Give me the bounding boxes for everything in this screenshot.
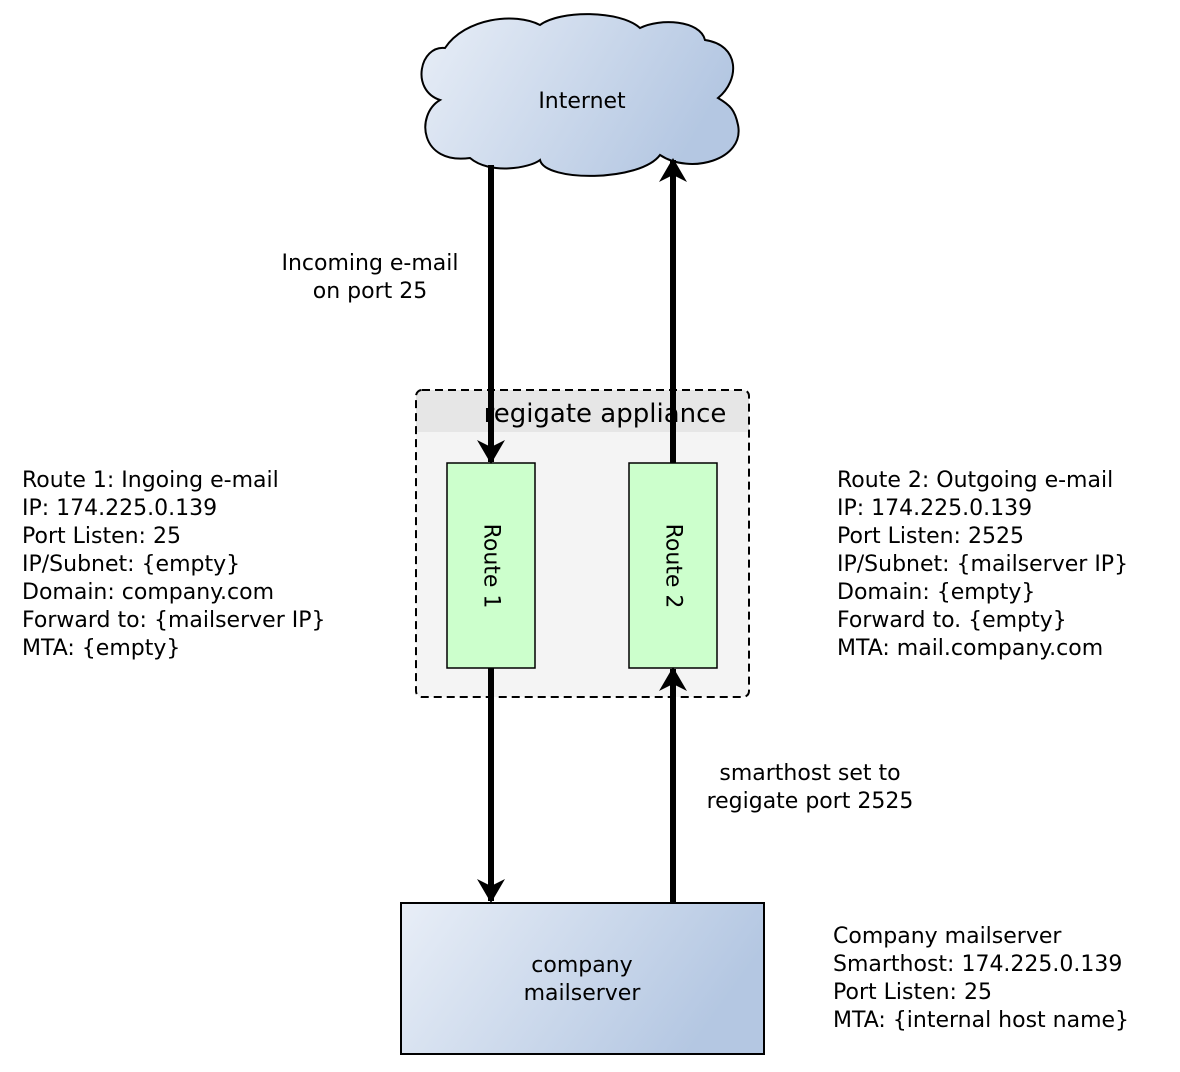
route2-box[interactable]: Route 2 [628,462,718,669]
route1-info: Route 1: Ingoing e-mail IP: 174.225.0.13… [22,467,325,663]
mailserver-label-line1: company [531,953,632,978]
smarthost-label-line2: regigate port 2525 [707,789,914,814]
mailserver-info-line: MTA: {internal host name} [833,1008,1130,1033]
route1-info-line: Route 1: Ingoing e-mail [22,468,279,493]
route2-info: Route 2: Outgoing e-mail IP: 174.225.0.1… [837,467,1128,663]
route1-info-line: IP/Subnet: {empty} [22,552,241,577]
route1-info-line: MTA: {empty} [22,636,181,661]
route2-info-line: Route 2: Outgoing e-mail [837,468,1114,493]
incoming-label-line2: on port 25 [313,279,427,304]
route2-label: Route 2 [661,524,686,609]
route1-info-line: Domain: company.com [22,580,275,605]
route1-box[interactable]: Route 1 [446,462,536,669]
incoming-label-line1: Incoming e-mail [281,251,458,276]
internet-cloud[interactable]: Internet [420,13,740,177]
cloud-shape [420,13,740,177]
mailserver-info-line: Company mailserver [833,924,1062,949]
mailserver-rect [400,902,765,1055]
route1-info-line: Forward to: {mailserver IP} [22,608,326,633]
mailserver-info-line: Port Listen: 25 [833,980,992,1005]
mailserver-info: Company mailserver Smarthost: 174.225.0.… [833,923,1129,1035]
internet-label: Internet [538,89,626,114]
smarthost-edge-label: smarthost set to regigate port 2525 [707,761,914,814]
route2-info-line: Domain: {empty} [837,580,1036,605]
smarthost-label-line1: smarthost set to [719,761,900,786]
mailserver-info-line: Smarthost: 174.225.0.139 [833,952,1123,977]
appliance-border [415,389,750,698]
arrows [477,158,687,903]
incoming-edge-label: Incoming e-mail on port 25 [281,251,458,304]
route2-info-line: Port Listen: 2525 [837,524,1024,549]
route2-info-line: MTA: mail.company.com [837,636,1104,661]
route2-info-line: IP: 174.225.0.139 [837,496,1033,521]
route1-info-line: IP: 174.225.0.139 [22,496,218,521]
route1-label: Route 1 [479,524,504,609]
mailserver-box[interactable]: company mailserver [400,902,765,1055]
route1-rect [446,462,536,669]
route2-info-line: Forward to. {empty} [837,608,1067,633]
appliance-title: regigate appliance [484,399,727,429]
route1-info-line: Port Listen: 25 [22,524,181,549]
appliance-header [416,390,749,432]
mailserver-label-line2: mailserver [524,981,642,1006]
route2-info-line: IP/Subnet: {mailserver IP} [837,552,1129,577]
